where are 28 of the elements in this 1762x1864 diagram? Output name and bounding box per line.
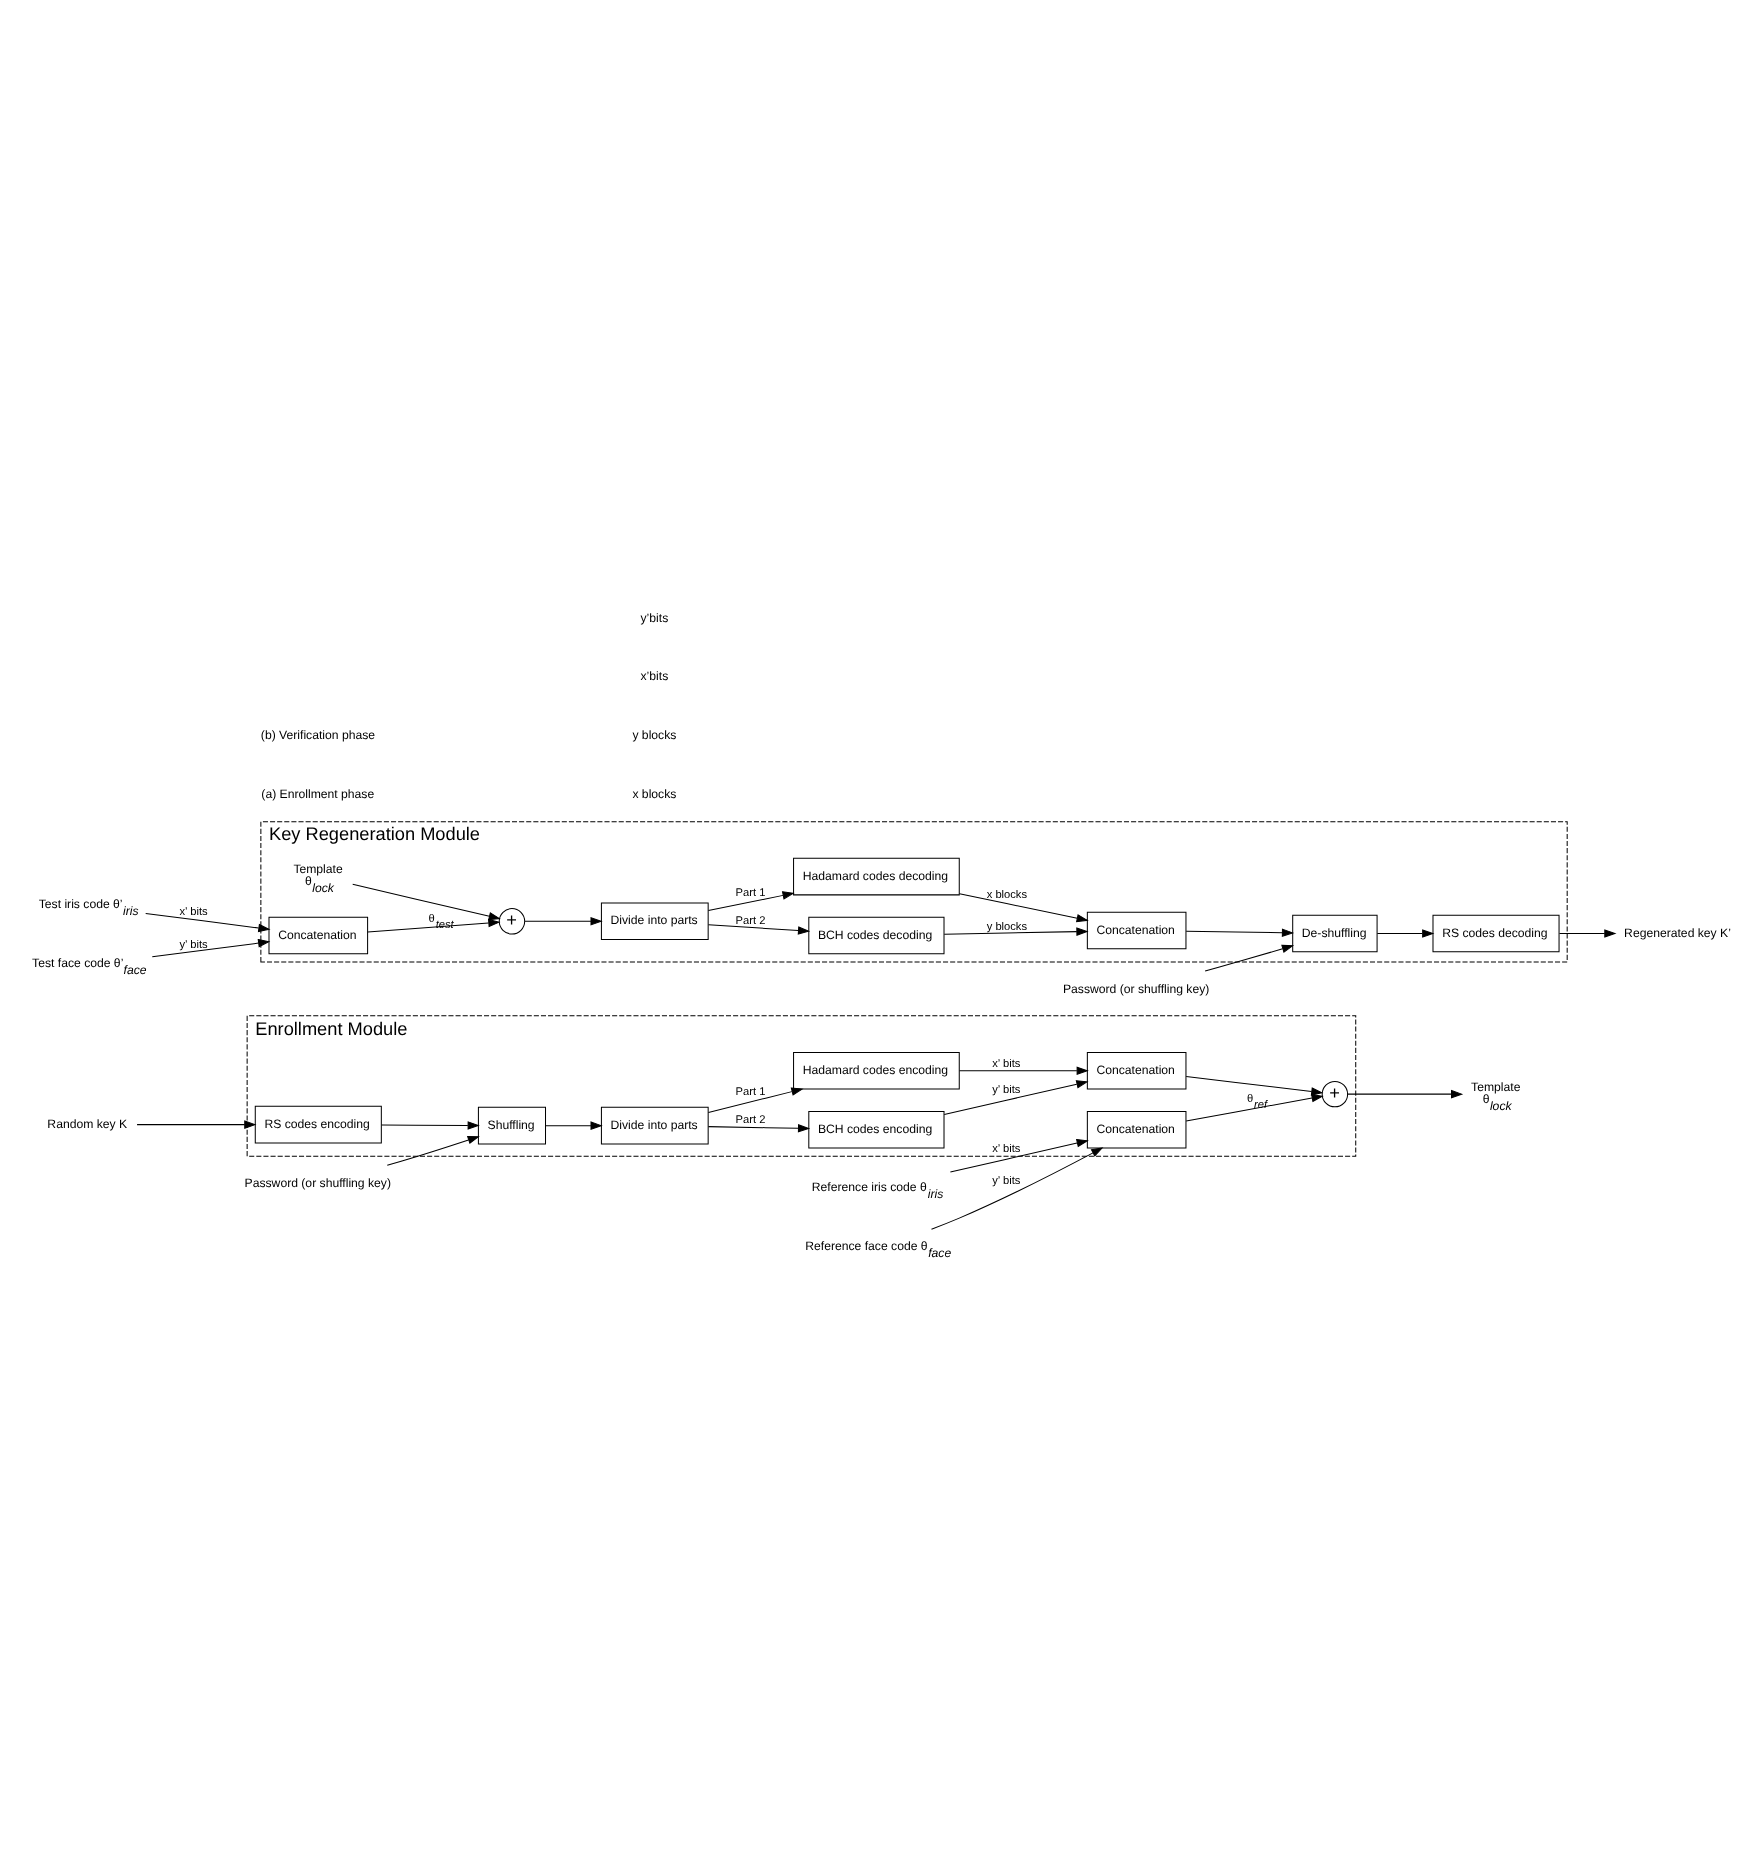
arrow: [957, 1065, 1088, 1075]
arrow: [706, 1086, 803, 1112]
arrow: [1184, 927, 1294, 936]
arrow: [706, 890, 794, 911]
arrow: [1184, 1075, 1323, 1095]
arrow: [948, 1137, 1088, 1172]
arrow: [706, 1123, 810, 1132]
arrow: [957, 892, 1088, 922]
arrow: [135, 1119, 256, 1128]
node-circle: +: [1320, 1079, 1348, 1107]
arrow: [544, 1120, 602, 1129]
arrow: [351, 882, 500, 920]
node-circle: +: [497, 907, 525, 934]
arrow: [523, 916, 602, 925]
arrow: [150, 937, 270, 957]
arrow: [1203, 943, 1294, 971]
arrow: [1557, 928, 1616, 937]
arrow: [1375, 928, 1434, 937]
arrow: [366, 917, 500, 932]
arrow: [144, 911, 270, 932]
arrow: [942, 1079, 1088, 1114]
arrow: [1184, 1092, 1323, 1121]
arrow: [385, 1134, 479, 1165]
arrow: [706, 923, 810, 934]
arrow: [380, 1120, 479, 1129]
arrow: [930, 1146, 1103, 1229]
arrow: [942, 926, 1088, 935]
arrow: [1346, 1088, 1463, 1098]
